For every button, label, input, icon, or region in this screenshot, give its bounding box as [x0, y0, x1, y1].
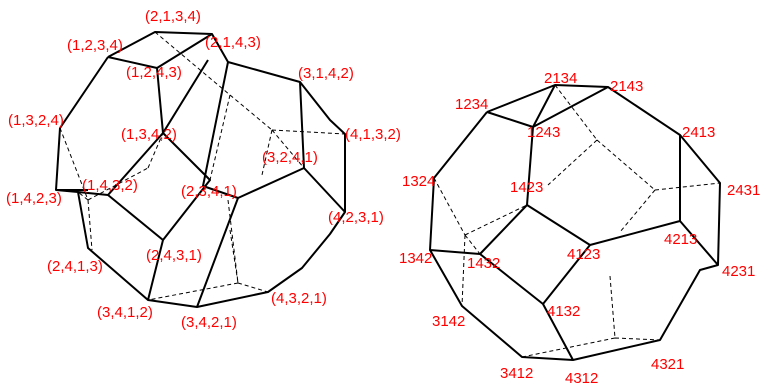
left-label-o: (2,4,1,3) [47, 258, 103, 275]
right-label-o: 3142 [432, 313, 465, 330]
left-label-a: (2,1,3,4) [145, 8, 201, 25]
right-label-c: 1234 [455, 96, 488, 113]
left-label-g: (1,3,4,2) [121, 126, 177, 143]
right-label-e: 2413 [682, 124, 715, 141]
right-label-k: 1432 [467, 255, 500, 272]
right-label-d: 1243 [527, 124, 560, 141]
left-label-p: (3,4,1,2) [97, 304, 153, 321]
left-label-n: (2,4,3,1) [146, 247, 202, 264]
right-label-b: 2143 [610, 78, 643, 95]
right-label-n: 4132 [547, 303, 580, 320]
left-label-q: (4,3,2,1) [271, 290, 327, 307]
right-label-p: 3412 [500, 365, 533, 382]
right-hidden-edges [433, 84, 721, 358]
left-label-l: (2,3,4,1) [181, 183, 237, 200]
right-label-h: 2431 [727, 182, 760, 199]
left-label-i: (3,2,4,1) [262, 149, 318, 166]
right-label-q: 4312 [565, 370, 598, 387]
left-label-k: (1,4,3,2) [82, 177, 138, 194]
left-label-m: (4,2,3,1) [328, 209, 384, 226]
right-solid-edges [429, 84, 721, 361]
left-hidden-edges [59, 31, 346, 301]
left-label-e: (3,1,4,2) [298, 65, 354, 82]
left-label-h: (4,1,3,2) [345, 126, 401, 143]
left-label-r: (3,4,2,1) [181, 314, 237, 331]
right-label-j: 1342 [399, 250, 432, 267]
right-label-r: 4321 [651, 356, 684, 373]
right-label-f: 1324 [402, 173, 435, 190]
left-permutohedron [55, 31, 346, 308]
right-label-l: 4213 [664, 231, 697, 248]
right-label-m: 4231 [722, 263, 755, 280]
right-label-g: 1423 [510, 179, 543, 196]
right-labels: 2134 2143 1234 1243 2413 1324 1423 2431 … [399, 70, 760, 387]
left-labels: (2,1,3,4) (2,1,4,3) (1,2,3,4) (1,2,4,3) … [6, 8, 401, 331]
left-label-f: (1,3,2,4) [8, 112, 64, 129]
right-label-a: 2134 [544, 70, 577, 87]
right-permutohedron [429, 84, 721, 361]
left-label-d: (1,2,4,3) [126, 64, 182, 81]
left-label-b: (2,1,4,3) [205, 34, 261, 51]
left-label-j: (1,4,2,3) [6, 190, 62, 207]
left-label-c: (1,2,3,4) [67, 37, 123, 54]
right-label-i: 4123 [567, 246, 600, 263]
